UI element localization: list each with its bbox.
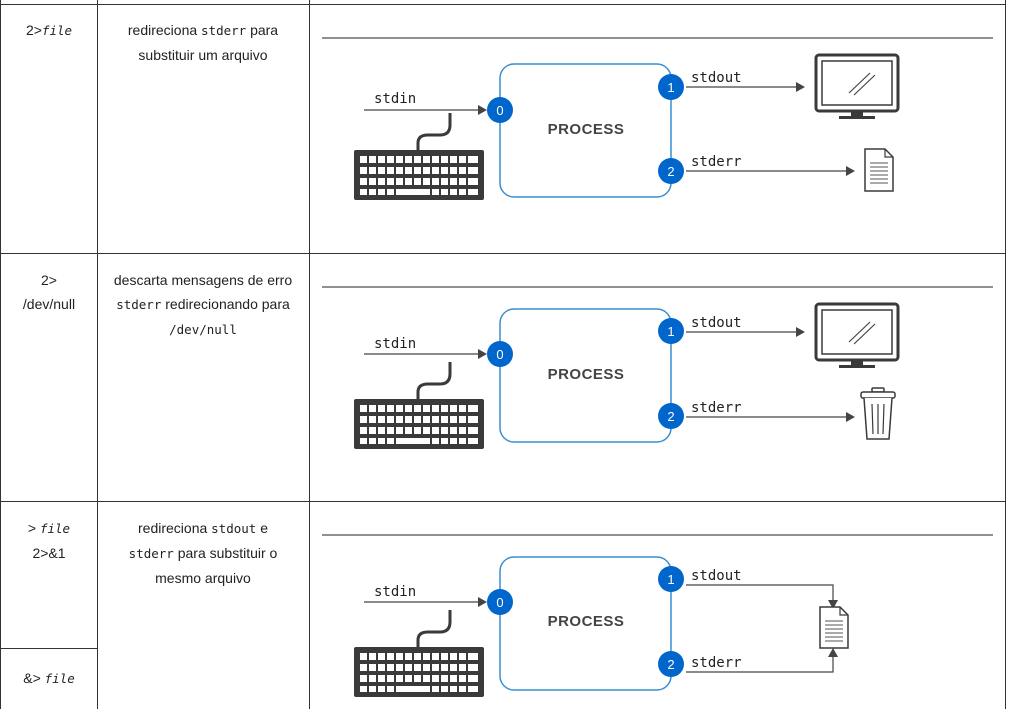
- row-divider: [0, 253, 1006, 254]
- description-code: stdout: [211, 521, 257, 536]
- description-code: stderr: [116, 297, 162, 312]
- fd0-badge: [487, 97, 513, 123]
- syntax-cell: &> file: [2, 666, 96, 691]
- syntax-file: file: [39, 521, 71, 536]
- fd0-badge: [487, 341, 513, 367]
- row-divider: [0, 648, 98, 649]
- col-divider: [1005, 0, 1006, 709]
- monitor-icon: [814, 302, 900, 368]
- col-divider: [97, 0, 98, 709]
- trash-icon: [860, 387, 896, 440]
- fd2-label: 2: [667, 657, 674, 672]
- stdout-label: stdout: [691, 70, 742, 86]
- file-icon: [819, 606, 849, 649]
- monitor-icon: [814, 53, 900, 119]
- description-code: stderr: [201, 23, 247, 38]
- fd0-label: 0: [496, 103, 503, 118]
- description-text: para substituir um arquivo: [138, 22, 279, 63]
- fd2-label: 2: [667, 164, 674, 179]
- description-text: para substituir o mesmo arquivo: [155, 545, 278, 586]
- description-cell: redireciona stdout e stderr para substit…: [108, 516, 298, 590]
- fd1-badge: [658, 566, 684, 592]
- fd1-label: 1: [667, 572, 674, 587]
- description-text: descarta mensagens de erro: [113, 272, 293, 288]
- syntax-file: file: [41, 23, 73, 38]
- stdin-label: stdin: [374, 584, 416, 600]
- keyboard-icon: [354, 610, 484, 697]
- syntax-cell: > file 2>&1: [2, 516, 96, 565]
- fd0-badge: [487, 589, 513, 615]
- description-text: e: [256, 520, 268, 536]
- row-divider: [0, 501, 1006, 502]
- fd1-badge: [658, 318, 684, 344]
- file-icon: [864, 148, 894, 192]
- process-label: PROCESS: [548, 121, 625, 138]
- syntax-file: file: [44, 671, 75, 686]
- syntax-cell: 2> /dev/null: [2, 268, 96, 316]
- col-divider: [309, 0, 310, 709]
- fd0-label: 0: [496, 347, 503, 362]
- stderr-label: stderr: [691, 154, 742, 170]
- stdin-label: stdin: [374, 336, 416, 352]
- process-label: PROCESS: [548, 613, 625, 630]
- stdout-label: stdout: [691, 315, 742, 331]
- description-text: redirecionando para: [161, 296, 290, 312]
- description-code: stderr: [128, 546, 174, 561]
- stdout-label: stdout: [691, 568, 742, 584]
- syntax-operator: &>: [23, 670, 45, 686]
- syntax-suffix: 2>&1: [32, 545, 66, 561]
- stdin-label: stdin: [374, 91, 416, 107]
- redirection-diagram: stdin PROCESS 0 1 2 stdout stderr: [322, 534, 993, 697]
- fd2-badge: [658, 651, 684, 677]
- description-text: redireciona: [138, 520, 212, 536]
- stderr-label: stderr: [691, 400, 742, 416]
- process-box: [499, 556, 672, 691]
- keyboard-icon: [354, 113, 484, 200]
- description-cell: descarta mensagens de erro stderr redire…: [108, 268, 298, 342]
- fd2-label: 2: [667, 409, 674, 424]
- syntax-cell: 2>file: [2, 18, 96, 43]
- fd0-label: 0: [496, 595, 503, 610]
- description-text: redireciona: [127, 22, 202, 38]
- stdout-arrow: [686, 584, 834, 600]
- keyboard-icon: [354, 362, 484, 449]
- stderr-arrow: [686, 657, 834, 673]
- fd1-badge: [658, 74, 684, 100]
- syntax-operator: >: [27, 520, 40, 536]
- fd2-badge: [658, 158, 684, 184]
- redirection-diagram: stdin PROCESS 0 1 2 stdout stderr: [322, 37, 993, 200]
- stderr-label: stderr: [691, 655, 742, 671]
- syntax-target: /dev/null: [22, 296, 76, 312]
- description-cell: redireciona stderr para substituir um ar…: [108, 18, 298, 67]
- description-code: /dev/null: [169, 322, 237, 337]
- row-divider: [0, 4, 1006, 5]
- syntax-operator: 2>: [41, 272, 57, 288]
- col-divider: [0, 0, 1, 709]
- fd2-badge: [658, 403, 684, 429]
- fd1-label: 1: [667, 80, 674, 95]
- process-label: PROCESS: [548, 366, 625, 383]
- redirection-diagram: stdin PROCESS 0 1 2 stdout stderr: [322, 286, 993, 449]
- fd1-label: 1: [667, 324, 674, 339]
- syntax-operator: 2>: [25, 22, 42, 38]
- process-box: [499, 308, 672, 443]
- process-box: [499, 63, 672, 198]
